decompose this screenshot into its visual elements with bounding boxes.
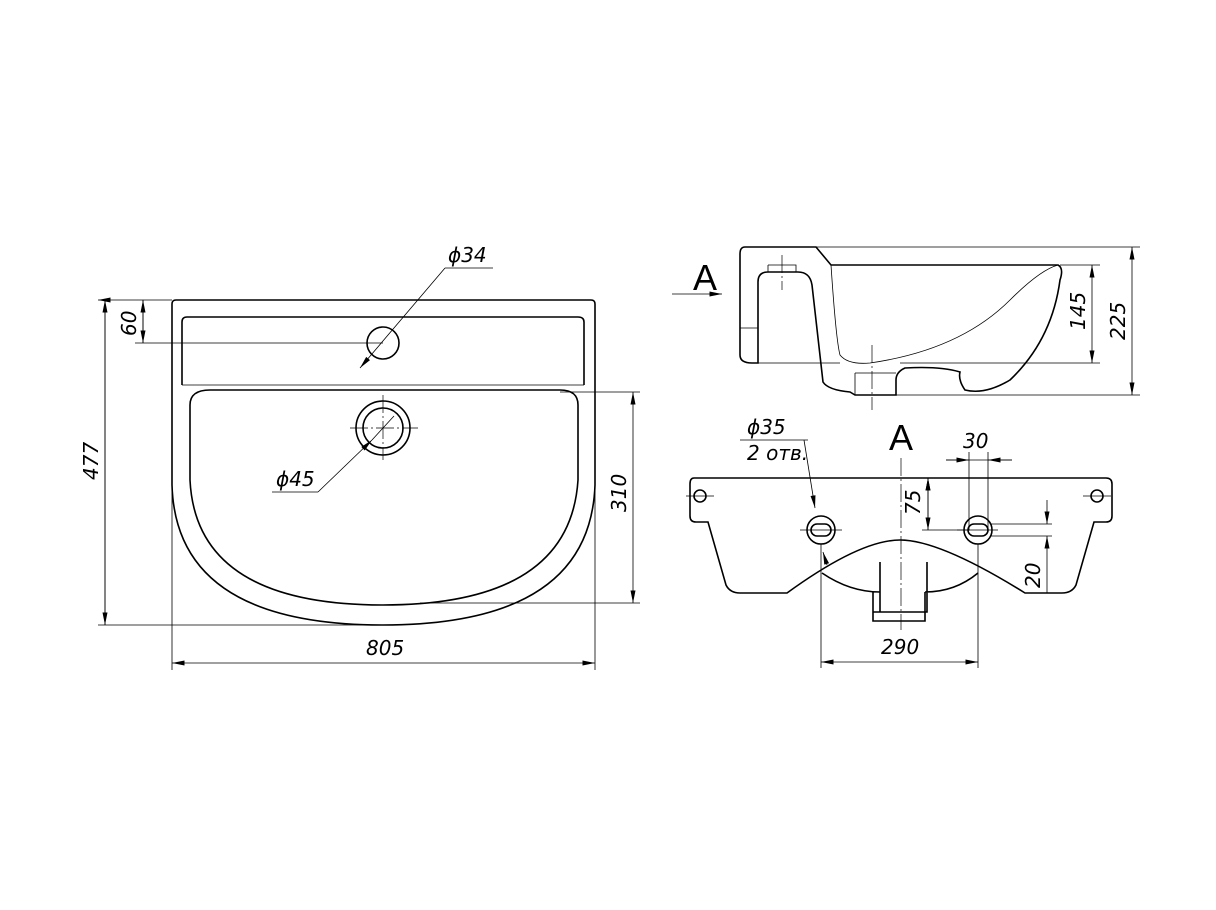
mount-hole-count: 2 отв. [747, 441, 808, 465]
bowl-outline [189, 389, 579, 606]
tap-hole-label: ϕ34 [448, 243, 487, 267]
back-view: A ϕ35 2 отв. 30 75 20 290 [686, 415, 1113, 668]
dim-290: 290 [881, 635, 919, 659]
side-profile [739, 246, 1063, 396]
dim-310: 310 [607, 474, 631, 512]
dim-20: 20 [1021, 563, 1045, 588]
view-label: A [889, 417, 913, 458]
top-view: ϕ34 ϕ45 477 60 310 805 [79, 243, 640, 670]
side-section: A 145 225 [672, 246, 1140, 410]
section-arrow-label: A [693, 257, 717, 298]
dim-30: 30 [963, 429, 988, 453]
basin-outline [171, 299, 596, 626]
dim-225: 225 [1106, 302, 1130, 340]
dim-60: 60 [117, 311, 141, 336]
dim-75: 75 [901, 490, 925, 515]
back-outline [689, 477, 1113, 594]
dim-805: 805 [366, 636, 404, 660]
dim-145: 145 [1066, 292, 1090, 330]
mount-hole-dia: ϕ35 [747, 415, 786, 439]
drain-hole-label: ϕ45 [276, 467, 315, 491]
shelf-slot [181, 316, 585, 385]
dim-477: 477 [79, 442, 103, 480]
